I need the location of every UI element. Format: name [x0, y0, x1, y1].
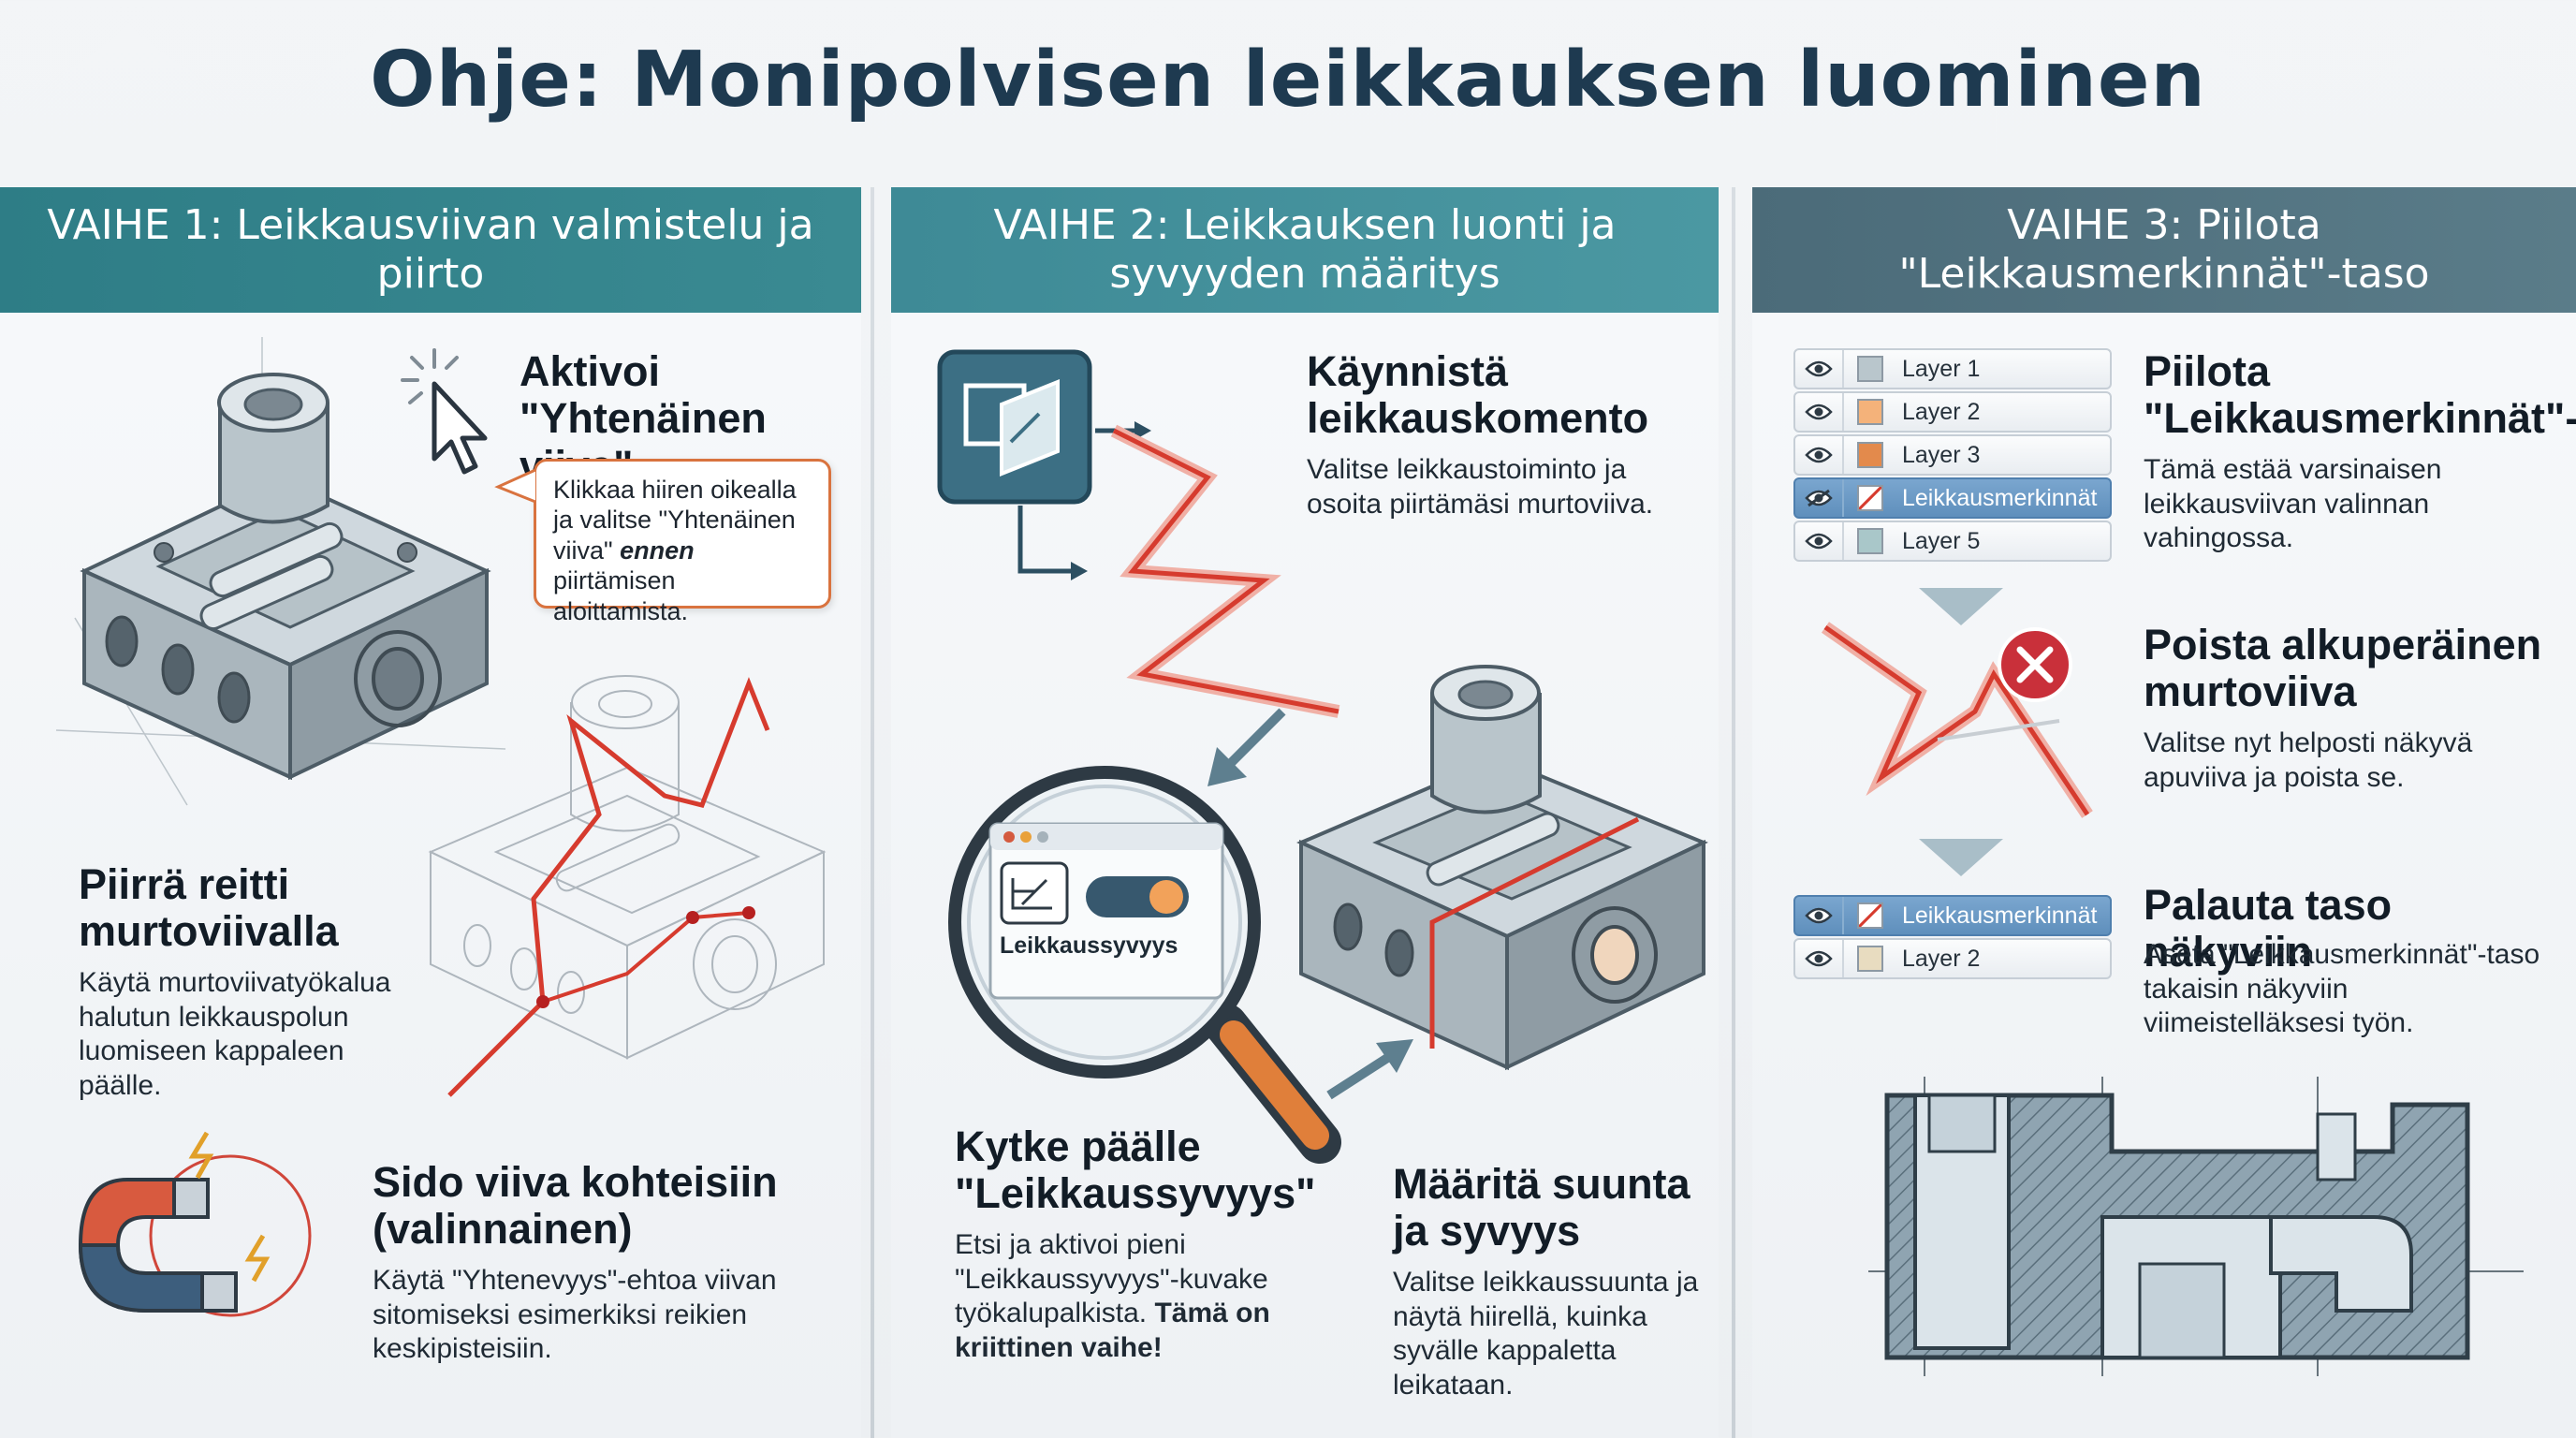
direction-heading: Määritä suunta ja syvyys	[1393, 1160, 1690, 1255]
delete-heading: Poista alkuperäinen murtoviiva	[2144, 621, 2542, 716]
layer-row[interactable]: Layer 3	[1793, 434, 2112, 476]
layer-color-swatch	[1857, 902, 1883, 929]
page-title: Ohje: Monipolvisen leikkauksen luominen	[370, 36, 2206, 125]
layer-row[interactable]: Layer 1	[1793, 348, 2112, 389]
callout-text: Klikkaa hiiren oikealla ja valitse "Yhte…	[553, 476, 797, 565]
eye-hidden-icon[interactable]	[1795, 479, 1844, 517]
hint-callout: Klikkaa hiiren oikealla ja valitse "Yhte…	[534, 459, 831, 625]
callout-pointer	[494, 468, 536, 504]
eye-icon[interactable]	[1795, 522, 1844, 560]
layer-row[interactable]: Layer 5	[1793, 521, 2112, 562]
restore-text: Aseta "Leikkausmerkinnät"-taso takaisin …	[2144, 939, 2540, 1039]
eye-icon[interactable]	[1795, 897, 1844, 934]
delete-polyline-illustration	[1821, 622, 2093, 818]
toggle-text-body: Etsi ja aktivoi pieni "Leikkaussyvyys"-k…	[955, 1229, 1268, 1329]
callout-emphasis: ennen	[620, 536, 695, 565]
layer-color-swatch	[1857, 356, 1883, 382]
layer-color-swatch	[1857, 528, 1883, 554]
layer-name: Leikkausmerkinnät	[1902, 902, 2098, 929]
sectioned-part-illustration	[1296, 665, 1708, 1071]
step2-header: VAIHE 2: Leikkauksen luonti ja syvyyden …	[891, 187, 1719, 313]
down-triangle-icon	[1919, 588, 2003, 625]
toggle-text: Etsi ja aktivoi pieni "Leikkaussyvyys"-k…	[955, 1228, 1273, 1365]
layer-name: Layer 1	[1902, 355, 1981, 382]
step1-panel: VAIHE 1: Leikkausviivan valmistelu ja pi…	[0, 187, 861, 1438]
eye-icon[interactable]	[1795, 436, 1844, 474]
start-heading: Käynnistä leikkauskomento	[1307, 347, 1649, 443]
layer-color-swatch	[1857, 946, 1883, 972]
arrow-down-left-icon	[1208, 708, 1286, 786]
step3-header: VAIHE 3: Piilota "Leikkausmerkinnät"-tas…	[1752, 187, 2576, 313]
cursor-click-icon	[401, 348, 488, 475]
layer-name: Layer 2	[1902, 398, 1981, 425]
hide-heading: Piilota "Leikkausmerkinnät"-	[2144, 347, 2576, 443]
wireframe-part-illustration	[428, 675, 827, 1097]
layer-color-swatch	[1857, 399, 1883, 425]
column-divider	[1732, 187, 1735, 1438]
column-divider	[871, 187, 874, 1438]
section-view-drawing	[1868, 1077, 2524, 1376]
magnifier-illustration	[948, 766, 1341, 1164]
section-command-icon[interactable]	[936, 348, 1095, 507]
draw-text: Käytä murtoviivatyökalua halutun leikkau…	[79, 967, 391, 1101]
delete-text: Valitse nyt helposti näkyvä apuviiva ja …	[2144, 727, 2473, 793]
layer-row[interactable]: Layer 2	[1793, 938, 2112, 979]
step1-header: VAIHE 1: Leikkausviivan valmistelu ja pi…	[0, 187, 861, 313]
delete-icon[interactable]	[1996, 625, 2074, 704]
callout-text-end: piirtämisen aloittamista.	[553, 566, 689, 625]
layer-name: Leikkausmerkinnät	[1902, 484, 2098, 511]
toggle-heading: Kytke päälle "Leikkaussyvyys"	[955, 1123, 1316, 1218]
solid-part-illustration	[55, 337, 506, 806]
toggle-text-emphasis: Tämä on kriittinen vaihe!	[955, 1298, 1270, 1363]
down-triangle-icon	[1919, 839, 2003, 876]
arrow-up-right-icon	[1326, 1039, 1413, 1100]
bind-heading: Sido viiva kohteisiin (valinnainen)	[373, 1158, 778, 1254]
start-text: Valitse leikkaustoiminto ja osoita piirt…	[1307, 454, 1654, 520]
layer-row[interactable]: Leikkausmerkinnät	[1793, 895, 2112, 936]
depth-toggle-label[interactable]: Leikkaussyvyys	[1000, 932, 1178, 959]
eye-icon[interactable]	[1795, 393, 1844, 431]
eye-icon[interactable]	[1795, 350, 1844, 388]
eye-icon[interactable]	[1795, 940, 1844, 977]
layer-row[interactable]: Leikkausmerkinnät	[1793, 477, 2112, 519]
hide-text: Tämä estää varsinaisen leikkausviivan va…	[2144, 454, 2442, 554]
polyline-path	[1110, 424, 1340, 718]
layer-name: Layer 2	[1902, 945, 1981, 972]
draw-heading: Piirrä reitti murtoviivalla	[79, 860, 339, 956]
layer-name: Layer 5	[1902, 527, 1981, 554]
magnet-icon	[78, 1131, 312, 1317]
restore-heading: Palauta taso näkyviin	[2144, 881, 2393, 976]
bind-text: Käytä "Yhtenevyys"-ehtoa viivan sitomise…	[373, 1265, 777, 1365]
layer-color-swatch	[1857, 485, 1883, 511]
layer-name: Layer 3	[1902, 441, 1981, 468]
direction-text: Valitse leikkaussuunta ja näytä hiirellä…	[1393, 1267, 1699, 1401]
layer-row[interactable]: Layer 2	[1793, 391, 2112, 433]
layer-color-swatch	[1857, 442, 1883, 468]
